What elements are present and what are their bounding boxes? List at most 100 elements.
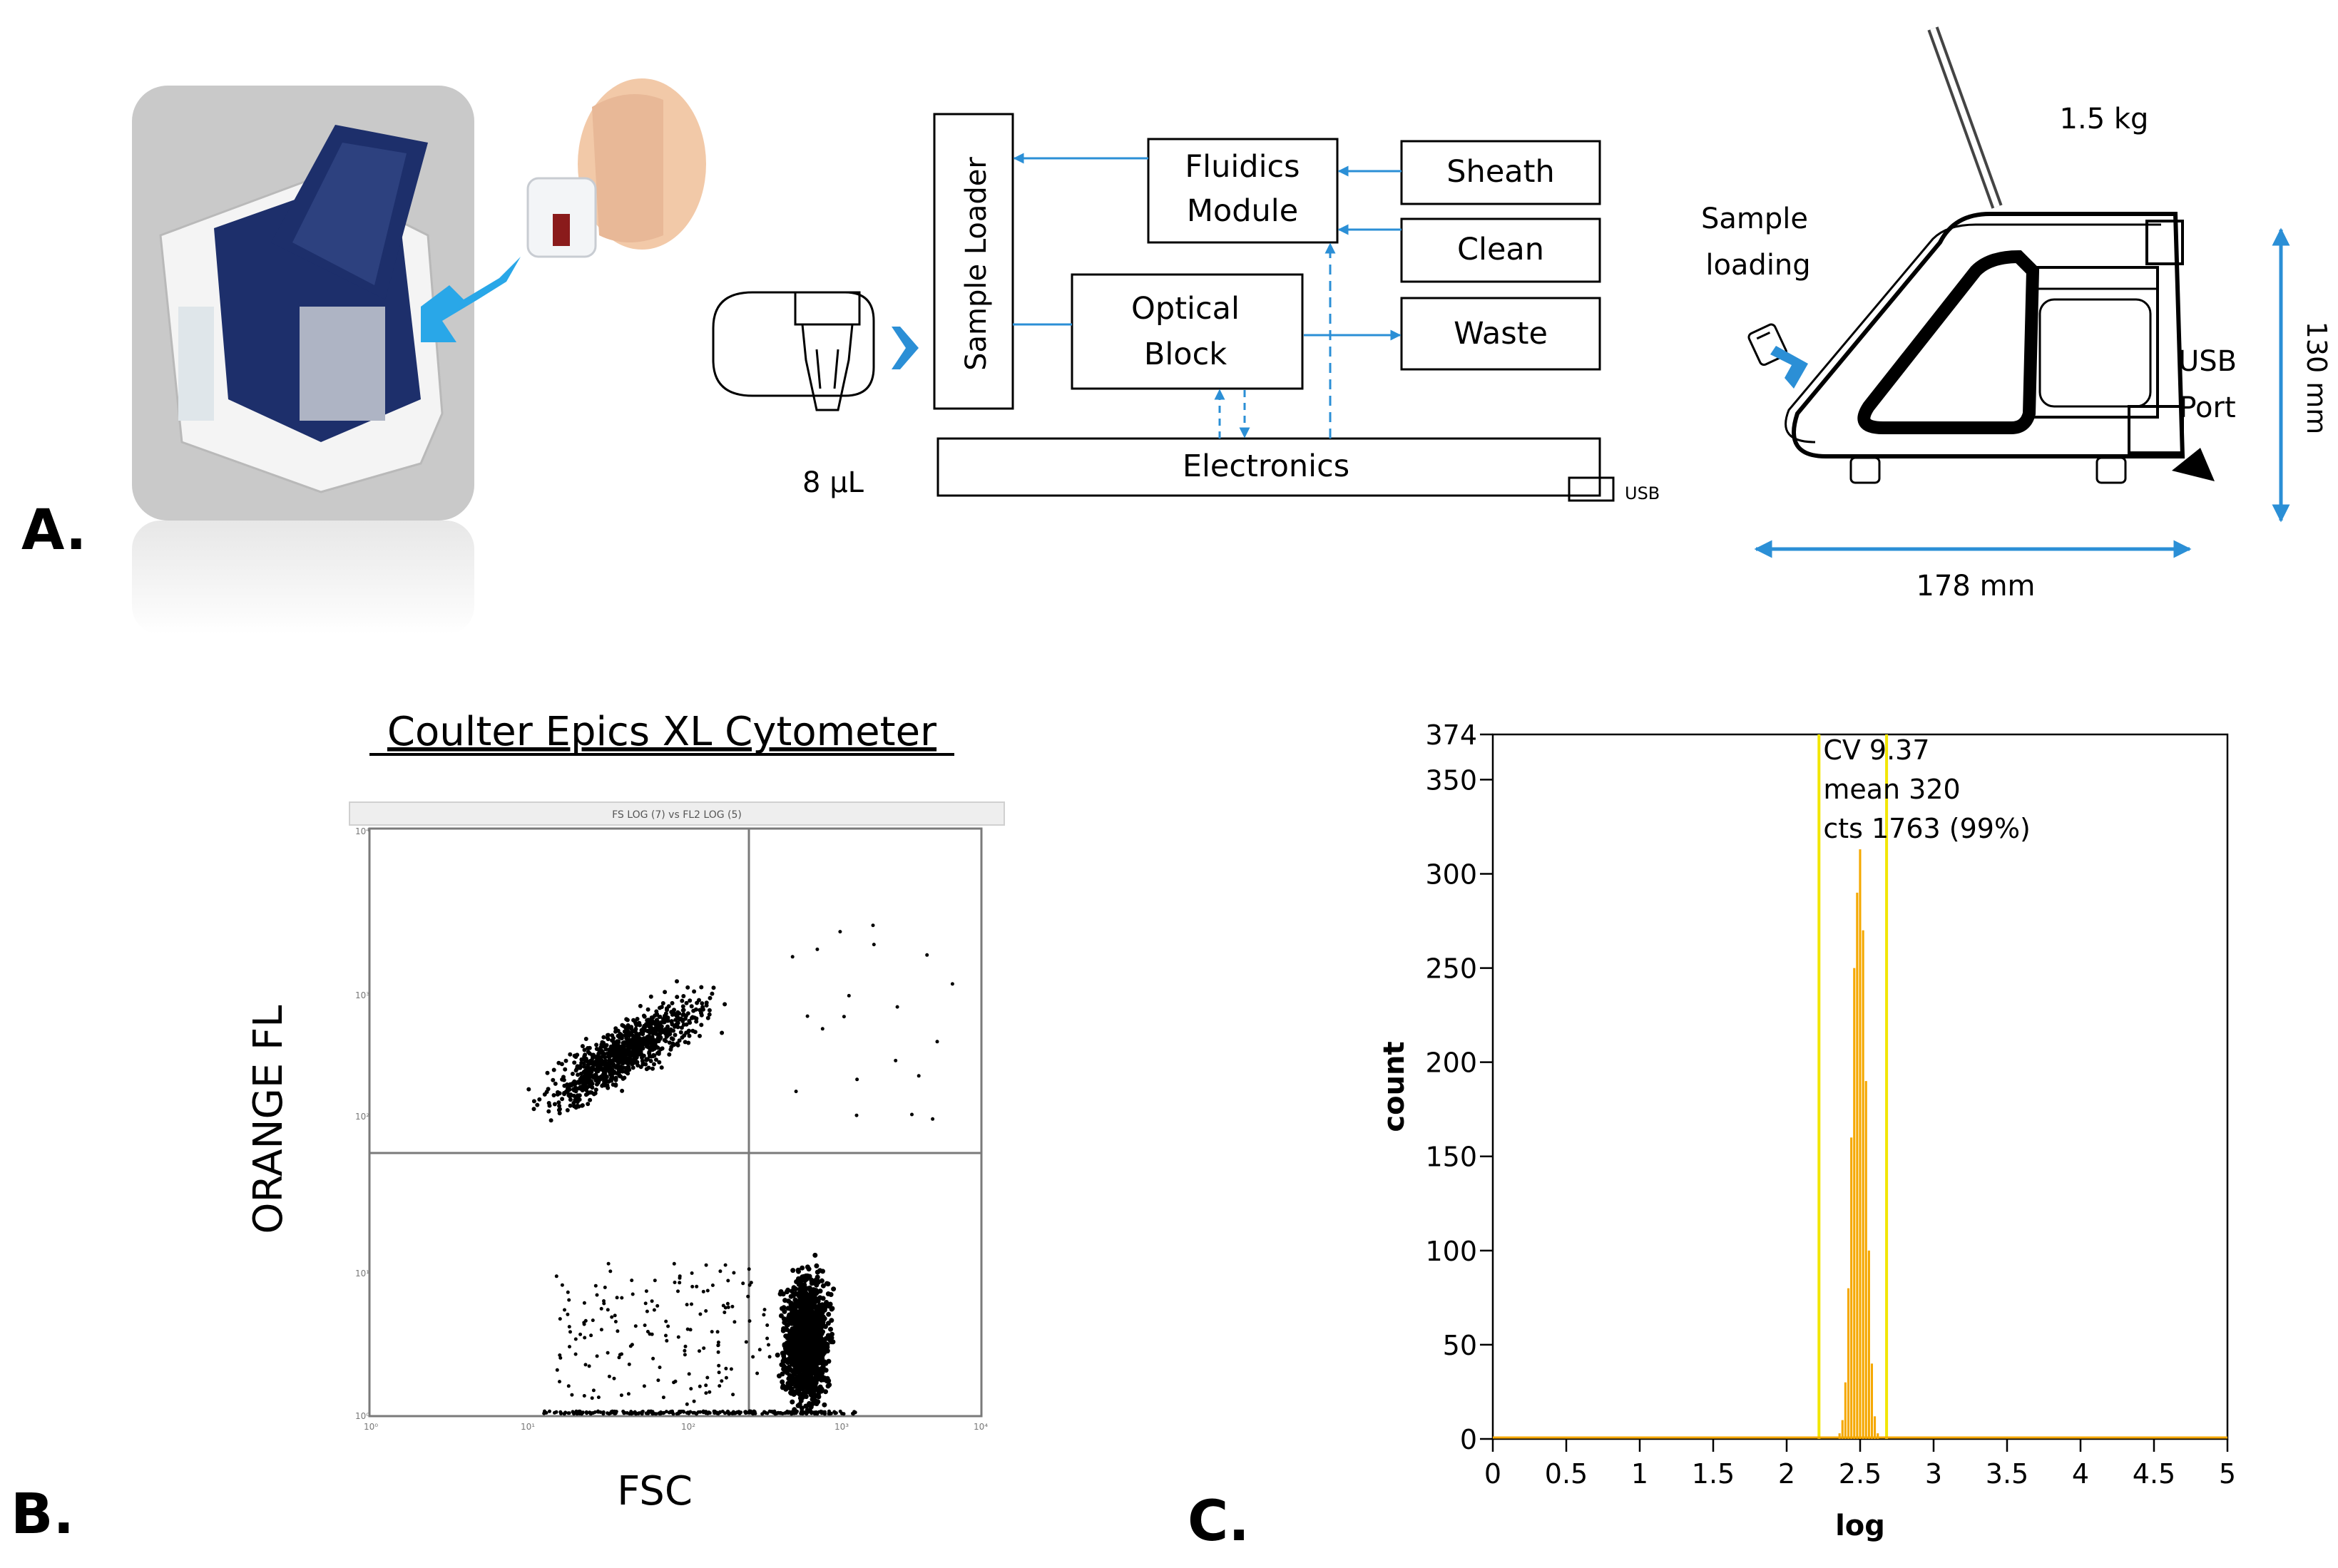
scatter-point xyxy=(666,1324,670,1328)
scatter-point xyxy=(795,1362,801,1368)
scatter-point xyxy=(642,1384,646,1388)
scatter-point xyxy=(695,1284,699,1288)
scatter-point xyxy=(613,1320,618,1323)
scatter-point xyxy=(641,1036,646,1041)
fluidics-module-box xyxy=(1147,138,1339,244)
scatter-point xyxy=(603,1047,608,1052)
scatter-point xyxy=(699,985,704,990)
scatter-point xyxy=(925,953,929,957)
loading-chevron-icon xyxy=(1770,346,1808,389)
scatter-point xyxy=(704,1000,709,1005)
scatter-point xyxy=(634,1023,639,1028)
scatter-point xyxy=(706,1410,710,1415)
sheath-label: Sheath xyxy=(1446,154,1554,190)
scatter-point xyxy=(690,1271,694,1275)
scatter-point xyxy=(635,1063,640,1068)
scatter-point xyxy=(568,1052,573,1057)
width-label: 178 mm xyxy=(1916,570,2036,603)
scatter-point xyxy=(646,1065,651,1070)
scatter-point xyxy=(823,1410,827,1414)
scatter-point xyxy=(558,1380,561,1384)
scatter-point xyxy=(698,1033,702,1038)
scatter-point xyxy=(782,1358,787,1364)
scatter-point xyxy=(790,1399,795,1405)
scatter-point xyxy=(607,1062,612,1067)
scatter-point xyxy=(811,1363,817,1368)
scatter-point xyxy=(675,995,680,1000)
scatter-point xyxy=(677,1038,682,1043)
scatter-point xyxy=(787,1410,791,1414)
scatter-point xyxy=(626,1056,631,1061)
scatter-point xyxy=(617,1356,621,1360)
scatter-point xyxy=(616,1047,621,1052)
scatter-point xyxy=(602,1079,607,1084)
scatter-point xyxy=(545,1070,550,1075)
scatter-point xyxy=(735,1410,740,1414)
scatter-point xyxy=(814,1348,820,1353)
scatter-point xyxy=(685,985,690,990)
scatter-point xyxy=(582,1321,586,1325)
scatter-point xyxy=(631,1018,636,1023)
histogram-ylabel: count xyxy=(1378,1041,1411,1132)
scatter-point xyxy=(599,1066,604,1071)
scatter-point xyxy=(583,1092,588,1097)
scatter-point xyxy=(635,1042,640,1047)
scatter-point xyxy=(796,1269,801,1274)
scatter-point xyxy=(643,1323,647,1328)
panel-label-a: A. xyxy=(21,498,86,563)
device-drawing xyxy=(1747,26,2185,484)
scatter-point xyxy=(643,1301,648,1306)
scatter-point xyxy=(610,1315,614,1319)
scatter-point xyxy=(872,943,876,947)
scatter-point xyxy=(800,1265,805,1271)
scatter-point xyxy=(672,1261,676,1266)
scatter-point xyxy=(816,1314,822,1320)
scatter-point xyxy=(731,1410,735,1414)
scatter-point xyxy=(593,1410,597,1414)
svg-text:10²: 10² xyxy=(355,1112,369,1122)
diagram-arrows xyxy=(1013,153,1402,439)
scatter-point xyxy=(653,1057,658,1062)
scatter-point xyxy=(787,1348,793,1354)
scatter-point xyxy=(767,1355,772,1359)
insert-chevron-icon xyxy=(892,327,919,369)
scatter-point xyxy=(608,1269,613,1274)
scatter-point xyxy=(698,1349,701,1353)
scatter-point xyxy=(819,1409,823,1413)
scatter-point xyxy=(797,1310,803,1316)
scatter-point xyxy=(627,1362,631,1366)
scatter-point xyxy=(620,1296,624,1300)
scatter-point xyxy=(726,1279,730,1283)
scatter-point xyxy=(683,1348,687,1353)
scatter-point xyxy=(830,1339,836,1345)
scatter-point xyxy=(566,1312,570,1316)
scatter-point xyxy=(554,1410,558,1414)
scatter-frame xyxy=(368,827,983,1418)
scatter-point xyxy=(596,1410,601,1414)
scatter-point xyxy=(751,1355,755,1359)
scatter-point xyxy=(593,1087,598,1092)
scatter-point xyxy=(575,1064,580,1069)
scatter-point xyxy=(640,1031,645,1036)
scatter-point xyxy=(784,1289,790,1295)
scatter-point xyxy=(720,1379,724,1383)
scatter-point xyxy=(822,1402,827,1408)
scatter-point xyxy=(606,1037,611,1042)
scatter-point xyxy=(713,1411,717,1415)
scatter-point xyxy=(645,1007,650,1012)
electronics-box xyxy=(936,437,1601,497)
histogram-bar xyxy=(1856,892,1859,1439)
scatter-point xyxy=(674,1022,679,1027)
scatter-point xyxy=(807,1347,812,1353)
scatter-point xyxy=(656,1050,661,1055)
x-tick-label: 1.5 xyxy=(1692,1458,1735,1490)
scatter-point xyxy=(559,1062,564,1067)
scatter-point xyxy=(613,1082,618,1087)
scatter-point xyxy=(606,1085,611,1090)
scatter-point xyxy=(608,1411,613,1415)
scatter-point xyxy=(566,1384,571,1388)
scatter-point xyxy=(583,1052,588,1057)
scatter-point xyxy=(680,1013,685,1018)
scatter-point xyxy=(854,1113,859,1117)
scatter-point xyxy=(702,1346,706,1351)
